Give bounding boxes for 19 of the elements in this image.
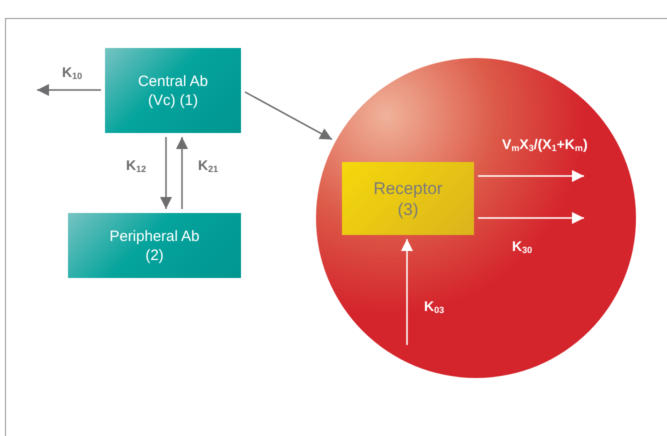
- rate-label: V$_{m}$X$_{3}$/(X$_{1}$+K$_{m}$): [502, 136, 588, 153]
- arrow: [478, 170, 584, 182]
- rate-label: K$_{30}$: [512, 238, 532, 255]
- arrow: [176, 137, 188, 209]
- rate-label: K$_{21}$: [198, 157, 218, 174]
- rate-label: K$_{03}$: [424, 298, 444, 315]
- receptor-box: [342, 162, 474, 235]
- arrow: [478, 212, 584, 224]
- arrow: [37, 84, 101, 96]
- node-label: Peripheral Ab (2): [108, 226, 201, 264]
- node-label: Central Ab (Vc) (1): [136, 72, 210, 110]
- arrow: [244, 91, 332, 140]
- arrow: [160, 137, 172, 209]
- compartment-box: [68, 213, 241, 278]
- compartment-box: [105, 48, 241, 133]
- rate-label: K$_{10}$: [62, 64, 82, 81]
- arrow: [401, 239, 413, 345]
- rate-label: K$_{12}$: [126, 157, 146, 174]
- node-label: Receptor (3): [372, 178, 444, 220]
